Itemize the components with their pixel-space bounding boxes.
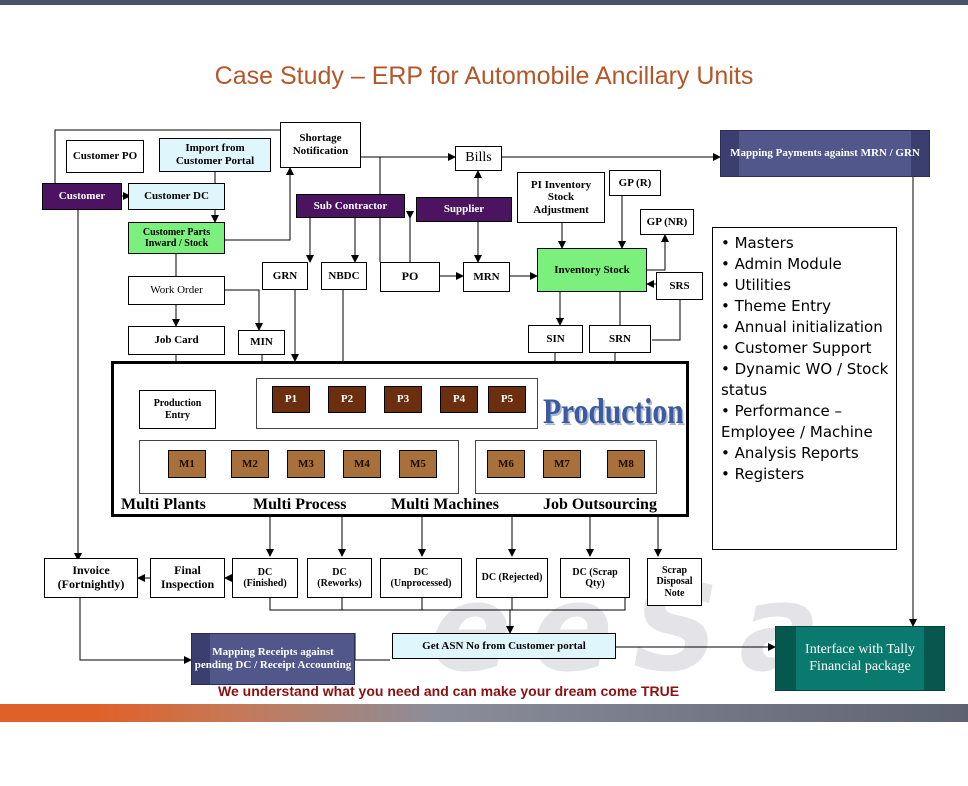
process-p5: P5 — [488, 386, 526, 413]
dc-reworks-box: DC (Reworks) — [307, 558, 372, 598]
dc-finished-box: DC (Finished) — [232, 558, 298, 598]
mapping-receipts-box: Mapping Receipts against pending DC / Re… — [191, 633, 355, 685]
machine-m2: M2 — [231, 450, 269, 478]
process-p2: P2 — [328, 386, 366, 413]
sin-box: SIN — [528, 325, 583, 353]
process-p4: P4 — [440, 386, 478, 413]
production-label: Production — [543, 391, 684, 431]
inventory-stock-box: Inventory Stock — [537, 248, 647, 292]
list-item: • Utilities — [721, 276, 792, 294]
dc-unprocessed-box: DC (Unprocessed) — [380, 558, 462, 598]
machine-m6: M6 — [487, 450, 525, 478]
final-inspection-box: Final Inspection — [150, 558, 225, 598]
feature-list: • Masters • Admin Module • Utilities • T… — [712, 227, 897, 550]
customer-parts-box: Customer Parts Inward / Stock — [128, 222, 225, 254]
sub-contractor-box: Sub Contractor — [296, 194, 405, 218]
work-order-box: Work Order — [128, 276, 225, 305]
page-title: Case Study – ERP for Automobile Ancillar… — [214, 62, 754, 90]
mapping-payments-box: Mapping Payments against MRN / GRN — [720, 130, 930, 177]
customer-po-box: Customer PO — [66, 140, 144, 173]
machine-m8: M8 — [607, 450, 645, 478]
list-item: • Performance – Employee / Machine — [721, 402, 873, 441]
category-job-outsourcing: Job Outsourcing — [543, 496, 657, 513]
process-p1: P1 — [272, 386, 310, 413]
list-item: • Masters — [721, 234, 794, 252]
production-entry-box: Production Entry — [139, 390, 216, 429]
tally-interface-box: Interface with Tally Financial package — [775, 626, 945, 691]
customer-box: Customer — [42, 183, 122, 210]
supplier-box: Supplier — [416, 197, 512, 222]
job-card-box: Job Card — [128, 326, 225, 355]
srn-box: SRN — [589, 325, 651, 353]
list-item: • Customer Support — [721, 339, 872, 357]
scrap-disposal-box: Scrap Disposal Note — [647, 558, 702, 606]
footer-strip — [0, 704, 968, 722]
po-box: PO — [380, 262, 440, 292]
list-item: • Analysis Reports — [721, 444, 859, 462]
machine-m3: M3 — [287, 450, 325, 478]
mrn-box: MRN — [463, 262, 510, 292]
tagline: We understand what you need and can make… — [218, 683, 680, 699]
category-multi-machines: Multi Machines — [391, 496, 499, 513]
category-multi-process: Multi Process — [253, 496, 347, 513]
machine-m4: M4 — [343, 450, 381, 478]
list-item: • Admin Module — [721, 255, 842, 273]
grn-box: GRN — [262, 262, 308, 290]
nbdc-box: NBDC — [321, 262, 367, 290]
import-portal-box: Import from Customer Portal — [159, 138, 271, 172]
category-multi-plants: Multi Plants — [121, 496, 206, 513]
list-item: • Dynamic WO / Stock status — [721, 360, 889, 399]
gp-nr-box: GP (NR) — [640, 209, 694, 235]
gp-r-box: GP (R) — [609, 170, 661, 196]
pi-inventory-box: PI Inventory Stock Adjustment — [517, 172, 605, 223]
customer-dc-box: Customer DC — [128, 183, 225, 210]
list-item: • Theme Entry — [721, 297, 832, 315]
dc-rejected-box: DC (Rejected) — [476, 558, 548, 598]
machine-m7: M7 — [543, 450, 581, 478]
srs-box: SRS — [656, 272, 703, 300]
shortage-notification-box: Shortage Notification — [280, 122, 361, 168]
list-item: • Annual initialization — [721, 318, 883, 336]
invoice-box: Invoice (Fortnightly) — [44, 558, 138, 598]
top-bar — [0, 0, 968, 5]
dc-scrap-box: DC (Scrap Qty) — [560, 558, 630, 598]
process-p3: P3 — [384, 386, 422, 413]
bills-box: Bills — [455, 146, 502, 171]
asn-box: Get ASN No from Customer portal — [392, 633, 616, 659]
machine-m1: M1 — [168, 450, 206, 478]
machine-m5: M5 — [399, 450, 437, 478]
list-item: • Registers — [721, 465, 805, 483]
min-box: MIN — [238, 330, 285, 355]
